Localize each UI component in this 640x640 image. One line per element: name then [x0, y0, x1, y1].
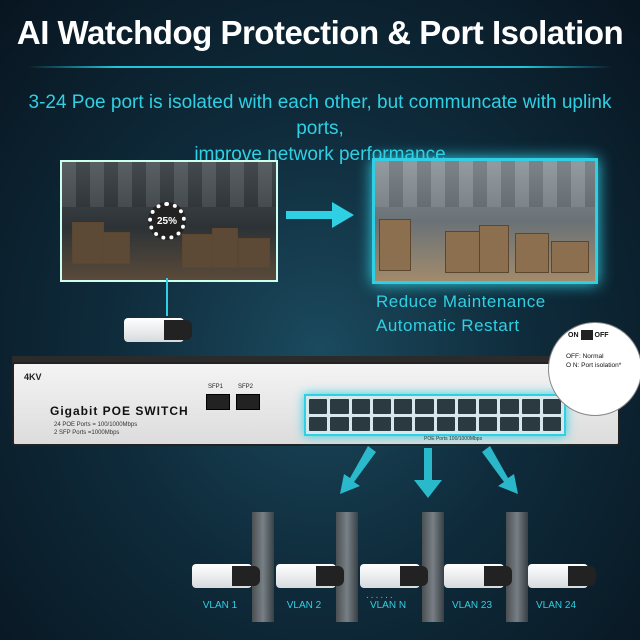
- camera-icon: [192, 560, 262, 590]
- rj45-port: [309, 399, 328, 414]
- switch-top-edge: [12, 356, 616, 366]
- isolation-panel: [506, 512, 528, 622]
- warehouse-photo-restored: [372, 158, 598, 284]
- vlan-label: VLAN 23: [451, 600, 493, 611]
- rj45-port: [542, 399, 561, 414]
- rj45-port: [394, 399, 413, 414]
- subtitle-line1: 3-24 Poe port is isolated with each othe…: [28, 92, 612, 139]
- poe-ports-label: POE Ports 100/1000Mbps: [424, 436, 483, 442]
- switch-model-label: Gigabit POE SWITCH: [50, 404, 189, 418]
- rj45-port: [415, 399, 434, 414]
- loading-spinner: 25%: [148, 202, 186, 240]
- poe-port-block: [304, 394, 566, 436]
- isolation-toggle: ON OFF: [568, 330, 609, 340]
- sfp-spec-text: 2 SFP Ports =1000Mbps: [54, 430, 120, 436]
- sfp1-label: SFP1: [208, 384, 224, 390]
- rj45-port: [309, 416, 328, 431]
- rj45-port: [542, 416, 561, 431]
- arrow-down-icon: [414, 448, 442, 498]
- rj45-port: [457, 399, 476, 414]
- arrow-right-icon: [286, 202, 354, 228]
- rj45-port: [436, 416, 455, 431]
- vlan-label: VLAN 1: [202, 600, 238, 611]
- page-title: AI Watchdog Protection & Port Isolation: [16, 14, 624, 51]
- reduce-maintenance-text: Reduce Maintenance: [376, 292, 546, 311]
- rj45-port: [330, 399, 349, 414]
- camera-icon: [276, 560, 346, 590]
- rj45-port: [351, 416, 370, 431]
- vlan-label: VLAN 2: [286, 600, 322, 611]
- sfp2-label: SFP2: [238, 384, 254, 390]
- ellipsis-dots: ......: [366, 590, 395, 601]
- automatic-restart-text: Automatic Restart: [376, 316, 520, 335]
- benefit-text: Reduce Maintenance Automatic Restart: [376, 290, 546, 338]
- rj45-port: [372, 416, 391, 431]
- arrow-down-left-icon: [340, 446, 376, 494]
- rj45-port: [415, 416, 434, 431]
- sfp2-port: [236, 394, 260, 410]
- vlan-label: VLAN 24: [535, 600, 577, 611]
- camera-icon: [528, 560, 598, 590]
- poe-spec-text: 24 POE Ports = 100/1000Mbps: [54, 422, 138, 428]
- rj45-port: [394, 416, 413, 431]
- vlan-label: VLAN N: [369, 600, 407, 611]
- brand-logo: 4KV: [24, 372, 42, 382]
- isolation-panel: [252, 512, 274, 622]
- camera-cable: [166, 278, 168, 316]
- camera-icon: [360, 560, 430, 590]
- isolation-switch-callout: [548, 322, 640, 416]
- rj45-port: [479, 416, 498, 431]
- camera-icon: [444, 560, 514, 590]
- isolation-panel: [422, 512, 444, 622]
- camera-icon: [124, 314, 194, 344]
- toggle-legend: OFF: Normal O N: Port isolation*: [566, 352, 621, 370]
- legend-on: O N: Port isolation*: [566, 362, 622, 369]
- rj45-port: [521, 399, 540, 414]
- rj45-port: [372, 399, 391, 414]
- title-underline: [28, 66, 612, 68]
- arrow-down-right-icon: [482, 446, 518, 494]
- legend-off: OFF: Normal: [566, 353, 604, 360]
- toggle-on-label: ON: [568, 331, 579, 339]
- isolation-panel: [336, 512, 358, 622]
- sfp1-port: [206, 394, 230, 410]
- poe-switch: 4KV Gigabit POE SWITCH 24 POE Ports = 10…: [12, 362, 620, 446]
- rj45-port: [457, 416, 476, 431]
- rj45-port: [479, 399, 498, 414]
- rj45-port: [330, 416, 349, 431]
- toggle-switch-icon: [580, 330, 593, 340]
- rj45-port: [351, 399, 370, 414]
- rj45-port: [521, 416, 540, 431]
- subtitle: 3-24 Poe port is isolated with each othe…: [8, 90, 632, 168]
- rj45-port: [500, 416, 519, 431]
- rj45-port: [500, 399, 519, 414]
- toggle-off-label: OFF: [594, 331, 609, 339]
- rj45-port: [436, 399, 455, 414]
